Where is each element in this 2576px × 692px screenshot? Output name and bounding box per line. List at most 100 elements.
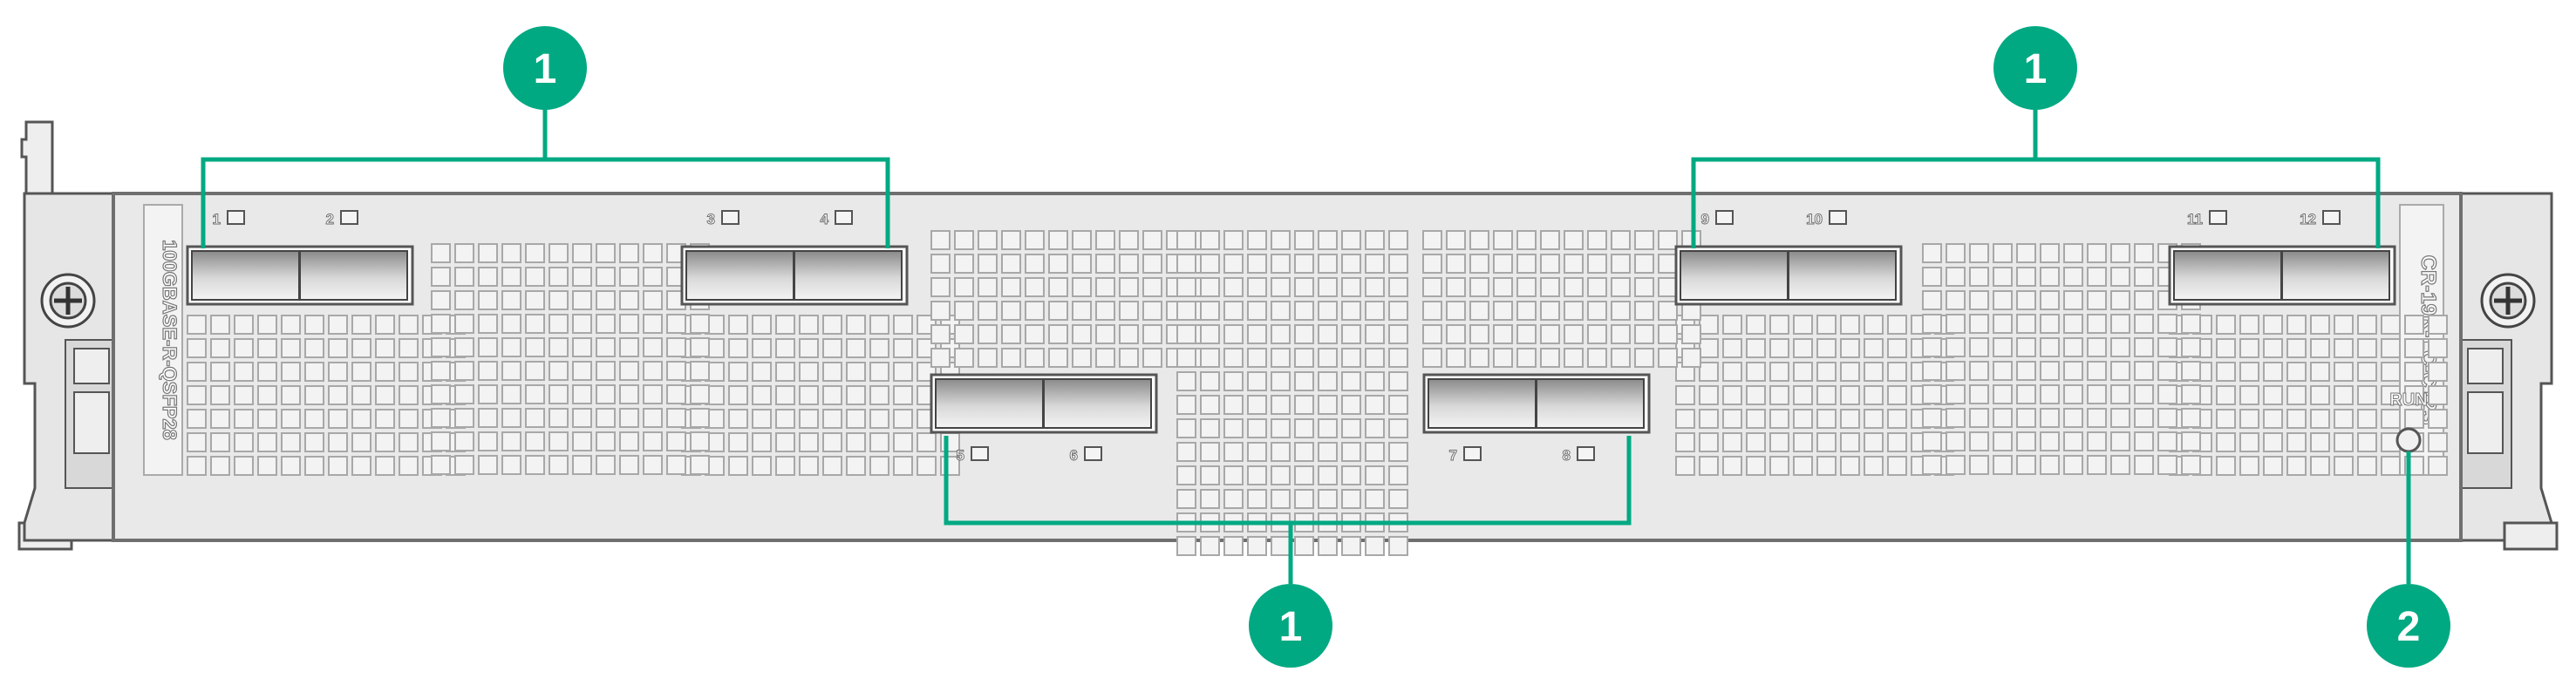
vent-hole xyxy=(619,455,639,475)
vent-hole xyxy=(1840,362,1860,382)
vent-hole xyxy=(2040,314,2060,334)
vent-hole xyxy=(1840,432,1860,452)
vent-hole xyxy=(917,456,937,476)
vent-hole xyxy=(2310,338,2330,358)
port-number-label: 6 xyxy=(1070,447,1078,464)
vent-hole xyxy=(1223,324,1244,344)
vent-hole xyxy=(1422,254,1442,274)
vent-hole xyxy=(2263,456,2283,476)
vent-hole xyxy=(1864,362,1884,382)
callout-number: 2 xyxy=(2397,604,2421,650)
vent-hole xyxy=(1365,418,1385,438)
vent-hole xyxy=(2310,362,2330,382)
vent-hole xyxy=(2087,408,2107,428)
run-led xyxy=(2395,427,2422,453)
model-label-group: 100GBASE-R-QSFP28 xyxy=(143,204,183,476)
vent-hole xyxy=(257,362,277,382)
vent-hole xyxy=(1388,254,1408,274)
vent-hole xyxy=(2381,362,2401,382)
vent-hole xyxy=(454,337,474,357)
ventilation-holes xyxy=(187,230,2448,556)
vent-hole xyxy=(257,338,277,358)
vent-hole xyxy=(690,431,710,451)
vent-hole xyxy=(822,315,842,335)
vent-hole xyxy=(1318,230,1338,250)
vent-hole xyxy=(2181,361,2201,381)
vent-hole xyxy=(775,432,795,452)
vent-hole xyxy=(619,337,639,357)
qsfp28-port-11[interactable] xyxy=(2173,250,2282,301)
vent-hole xyxy=(187,432,207,452)
vent-hole xyxy=(257,385,277,405)
port-status-led xyxy=(721,210,739,225)
vent-hole xyxy=(431,408,451,428)
vent-hole xyxy=(1365,324,1385,344)
vent-hole xyxy=(2063,314,2083,334)
vent-hole xyxy=(752,409,772,429)
qsfp28-port-9[interactable] xyxy=(1680,250,1789,301)
qsfp28-port-6[interactable] xyxy=(1043,378,1152,429)
vent-hole xyxy=(596,243,616,263)
vent-hole xyxy=(2157,337,2177,357)
qsfp28-port-4[interactable] xyxy=(794,250,903,301)
vent-hole xyxy=(1946,455,1966,475)
vent-hole xyxy=(666,431,686,451)
qsfp28-port-7[interactable] xyxy=(1428,378,1537,429)
vent-hole xyxy=(2216,385,2236,405)
vent-hole xyxy=(431,361,451,381)
vent-hole xyxy=(1993,314,2013,334)
port-status-led xyxy=(1577,446,1595,461)
vent-hole xyxy=(869,338,889,358)
port-number-label: 9 xyxy=(1701,211,1709,227)
vent-hole xyxy=(1247,254,1267,274)
vent-hole xyxy=(1540,230,1560,250)
vent-hole xyxy=(304,456,324,476)
qsfp28-port-10[interactable] xyxy=(1788,250,1897,301)
vent-hole xyxy=(1422,301,1442,321)
vent-hole xyxy=(1634,254,1654,274)
vent-hole xyxy=(1864,409,1884,429)
callout-marker: 1 xyxy=(1249,584,1332,668)
vent-hole xyxy=(2110,455,2130,475)
vent-hole xyxy=(1675,456,1695,476)
vent-hole xyxy=(2040,337,2060,357)
vent-hole xyxy=(1516,277,1537,297)
vent-hole xyxy=(281,338,301,358)
vent-hole xyxy=(1365,371,1385,391)
vent-hole xyxy=(210,409,230,429)
vent-hole xyxy=(257,409,277,429)
vent-hole xyxy=(431,243,451,263)
vent-hole xyxy=(799,362,819,382)
vent-hole xyxy=(1001,348,1021,368)
vent-hole xyxy=(978,277,998,297)
vent-hole xyxy=(2134,243,2154,263)
vent-hole xyxy=(1969,314,1989,334)
vent-hole xyxy=(1294,442,1314,462)
qsfp28-port-1[interactable] xyxy=(191,250,300,301)
vent-hole xyxy=(666,408,686,428)
vent-hole xyxy=(1946,314,1966,334)
vent-hole xyxy=(257,432,277,452)
vent-hole xyxy=(1922,455,1942,475)
vent-hole xyxy=(1699,385,1719,405)
vent-hole xyxy=(1365,301,1385,321)
vent-hole xyxy=(846,456,866,476)
vent-hole xyxy=(2357,385,2377,405)
qsfp28-port-2[interactable] xyxy=(299,250,408,301)
qsfp28-port-12[interactable] xyxy=(2281,250,2390,301)
qsfp28-port-3[interactable] xyxy=(685,250,794,301)
vent-hole xyxy=(501,337,521,357)
vent-hole xyxy=(643,408,663,428)
vent-hole xyxy=(2087,314,2107,334)
vent-hole xyxy=(2404,409,2424,429)
vent-hole xyxy=(846,362,866,382)
vent-hole xyxy=(2063,243,2083,263)
qsfp28-port-8[interactable] xyxy=(1536,378,1645,429)
qsfp28-port-5[interactable] xyxy=(935,378,1044,429)
vent-hole xyxy=(1446,254,1466,274)
vent-hole xyxy=(1176,418,1196,438)
vent-hole xyxy=(2134,408,2154,428)
right-ejector-lever[interactable] xyxy=(2503,521,2559,551)
